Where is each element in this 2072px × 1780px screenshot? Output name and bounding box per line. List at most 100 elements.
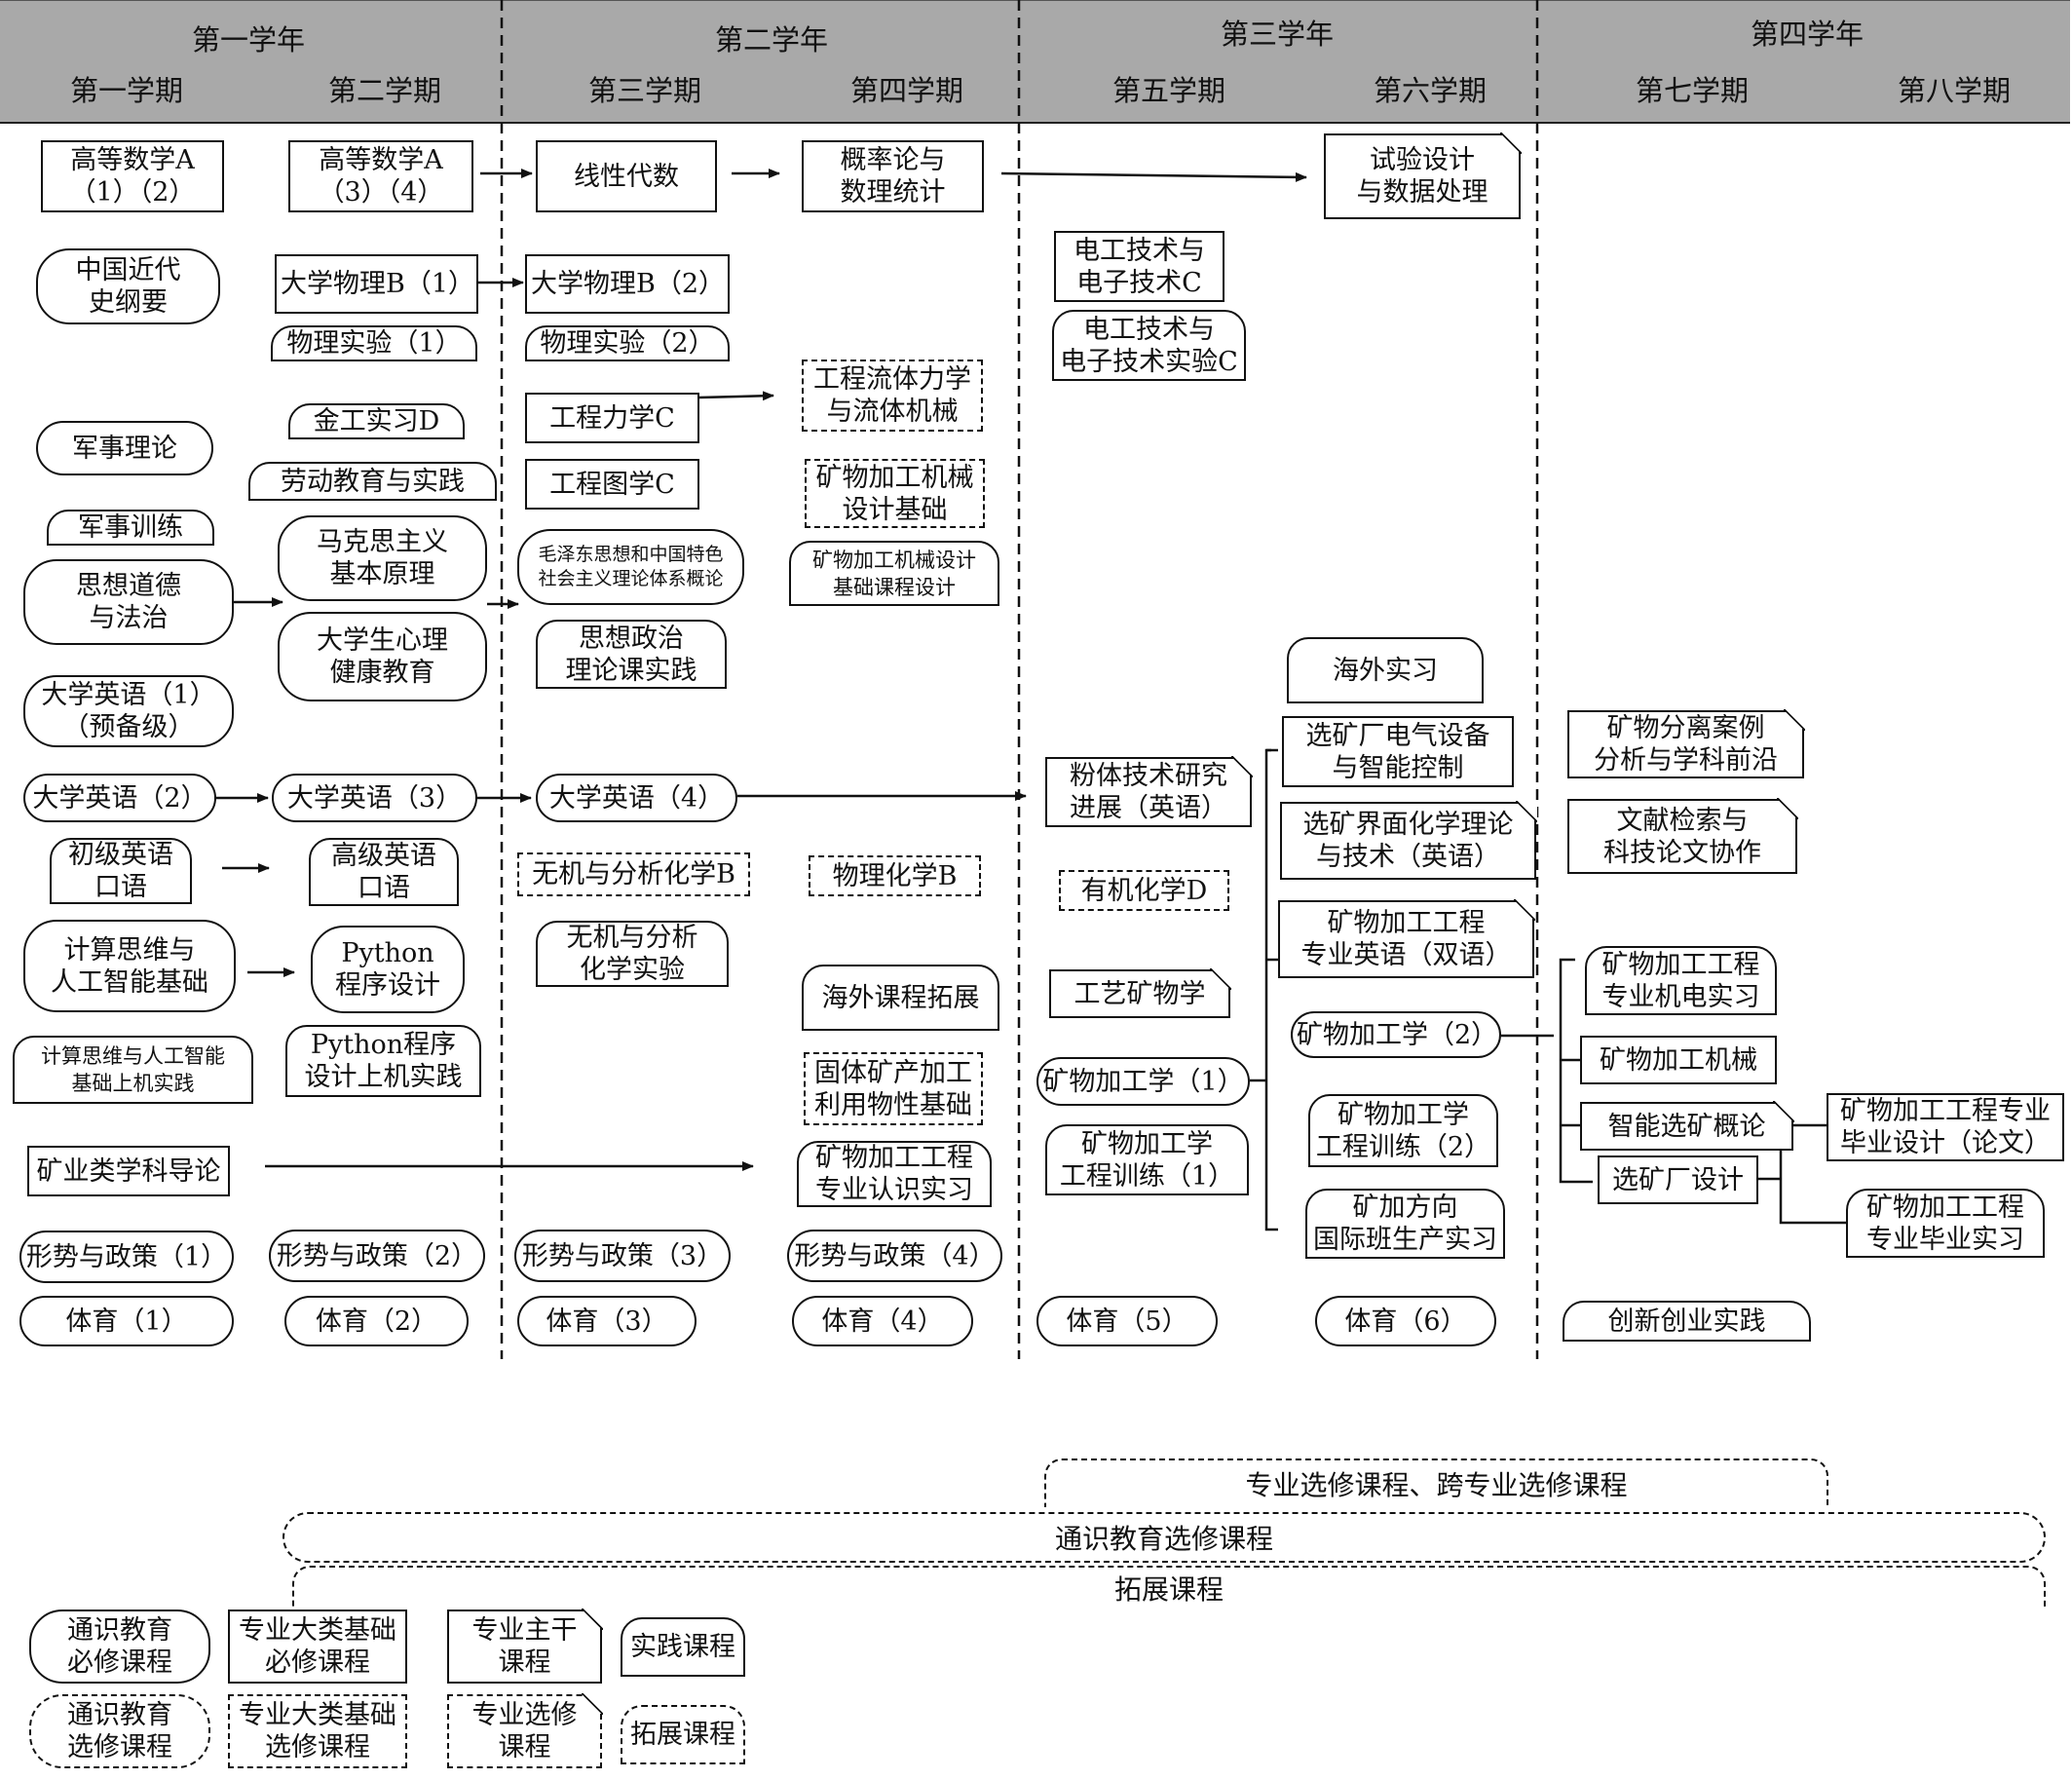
semester-8-label: 第八学期 [1897, 74, 2011, 107]
band-zhuanye-xuanxiu: 专业选修课程、跨专业选修课程 [1044, 1458, 1828, 1507]
course-gaoshu-a12: 高等数学A （1）（2） [41, 140, 224, 212]
course-xunlian2: 矿物加工学 工程训练（2） [1308, 1094, 1498, 1167]
course-wuli-sy2: 物理实验（2） [525, 325, 730, 361]
course-youji-d: 有机化学D [1059, 870, 1229, 911]
course-lixue: 工程力学C [525, 393, 699, 443]
course-wuhua-b: 物理化学B [809, 855, 981, 896]
course-kj-jixie: 矿物加工机械 [1580, 1036, 1777, 1084]
course-yingyu-4: 大学英语（4） [536, 774, 737, 822]
course-wenxian: 文献检索与 科技论文协作 [1567, 798, 1798, 874]
legend-tongshi-bixiu: 通识教育 必修课程 [29, 1610, 210, 1684]
semester-5-label: 第五学期 [1111, 74, 1225, 107]
course-laodong: 劳动教育与实践 [248, 462, 497, 501]
course-gaoji-kouyu: 高级英语 口语 [309, 838, 459, 906]
legend-dalei-bixiu: 专业大类基础 必修课程 [228, 1610, 407, 1684]
course-xuankuangchang: 选矿厂设计 [1598, 1155, 1758, 1204]
semester-4-label: 第四学期 [849, 74, 963, 107]
course-wuji-sy: 无机与分析 化学实验 [536, 921, 729, 987]
legend-zhuanye-xuanxiu: 专业选修 课程 [447, 1693, 603, 1768]
course-junshi-lilun: 军事理论 [36, 421, 213, 475]
legend-zhugan: 专业主干 课程 [447, 1609, 603, 1684]
course-tuxue: 工程图学C [525, 459, 699, 510]
course-jixie-kecheng: 矿物加工机械设计 基础课程设计 [789, 541, 999, 606]
course-xingshi-1: 形势与政策（1） [19, 1231, 234, 1283]
course-jiemian: 选矿界面化学理论 与技术（英语） [1280, 801, 1537, 880]
year-2-label: 第二学年 [714, 23, 828, 57]
course-makesi: 马克思主义 基本原理 [278, 515, 487, 601]
band-tongshi-xuanxiu: 通识教育选修课程 [283, 1512, 2046, 1563]
course-diangong: 电工技术与 电子技术C [1054, 231, 1224, 302]
course-jingong: 金工实习D [288, 403, 465, 439]
bracket-sem6-group [1264, 748, 1278, 1231]
course-wuji-b: 无机与分析化学B [517, 852, 750, 896]
course-python-shangji: Python程序 设计上机实践 [285, 1025, 481, 1097]
course-xingshi-4: 形势与政策（4） [787, 1230, 1002, 1282]
course-diangong-sy: 电工技术与 电子技术实验C [1052, 310, 1246, 381]
course-yingyu-3: 大学英语（3） [272, 774, 477, 822]
course-biye-sheji: 矿物加工工程专业 毕业设计（论文） [1827, 1093, 2064, 1161]
bracket-sem7-group [1559, 958, 1593, 1184]
semester-3-label: 第三学期 [587, 74, 701, 107]
course-guti: 固体矿产加工 利用物性基础 [804, 1052, 983, 1125]
course-shiyan-sheji: 试验设计 与数据处理 [1324, 133, 1522, 219]
course-zhuanye-yingyu: 矿物加工工程 专业英语（双语） [1278, 899, 1535, 978]
arrow-lixue-liuti [698, 391, 774, 401]
course-maogai: 毛泽东思想和中国特色 社会主义理论体系概论 [517, 529, 744, 605]
course-liuti: 工程流体力学 与流体机械 [802, 360, 983, 432]
header-bar [0, 0, 2070, 124]
arrow-gailv-shiyan [1000, 171, 1307, 182]
course-sizheng-shijian: 思想政治 理论课实践 [536, 620, 727, 689]
course-yingyu-2: 大学英语（2） [23, 774, 216, 822]
course-python: Python 程序设计 [311, 926, 465, 1013]
course-tiyu-4: 体育（4） [792, 1296, 973, 1346]
course-tiyu-3: 体育（3） [517, 1296, 697, 1346]
course-tiyu-2: 体育（2） [284, 1296, 469, 1346]
year-1-label: 第一学年 [191, 23, 305, 57]
course-gongyi-kuangwu: 工艺矿物学 [1049, 968, 1231, 1018]
course-jixie-jichu: 矿物加工机械 设计基础 [805, 459, 985, 528]
course-junshi-xunlian: 军事训练 [47, 510, 214, 546]
course-chuji-kouyu: 初级英语 口语 [50, 838, 192, 904]
legend-shijian: 实践课程 [621, 1617, 745, 1677]
legend-dalei-xuanxiu: 专业大类基础 选修课程 [228, 1694, 407, 1768]
legend-tuozhan: 拓展课程 [621, 1705, 745, 1764]
course-kjg1: 矿物加工学（1） [1036, 1057, 1250, 1106]
semester-1-label: 第一学期 [69, 74, 183, 107]
course-tiyu-1: 体育（1） [19, 1296, 234, 1346]
legend-tongshi-xuanxiu: 通识教育 选修课程 [29, 1694, 210, 1768]
course-wuli-sy1: 物理实验（1） [271, 325, 477, 361]
course-jidian-shixi: 矿物加工工程 专业机电实习 [1585, 946, 1777, 1015]
course-renshi-shixi: 矿物加工工程 专业认识实习 [797, 1141, 992, 1207]
year-3-label: 第三学年 [1220, 18, 1334, 51]
course-haiwai-kecheng: 海外课程拓展 [802, 965, 999, 1031]
course-xingshi-2: 形势与政策（2） [269, 1230, 485, 1282]
semester-7-label: 第七学期 [1635, 74, 1749, 107]
course-fenti: 粉体技术研究 进展（英语） [1045, 756, 1253, 827]
course-biye-shixi: 矿物加工工程 专业毕业实习 [1846, 1189, 2045, 1258]
course-jindaishi: 中国近代 史纲要 [36, 248, 220, 324]
band-tuozhan: 拓展课程 [292, 1566, 2046, 1609]
course-yingyu-1: 大学英语（1） （预备级） [23, 675, 234, 747]
course-zhineng: 智能选矿概论 [1580, 1101, 1794, 1151]
course-gailv: 概率论与 数理统计 [802, 140, 984, 212]
course-xunlian1: 矿物加工学 工程训练（1） [1045, 1124, 1249, 1195]
course-gaoshu-a34: 高等数学A （3）（4） [288, 140, 473, 212]
course-tiyu-6: 体育（6） [1315, 1296, 1496, 1346]
year-4-label: 第四学年 [1750, 18, 1864, 51]
course-sixiang-daode: 思想道德 与法治 [23, 559, 234, 645]
semester-6-label: 第六学期 [1373, 74, 1487, 107]
course-wuli-b1: 大学物理B（1） [275, 254, 478, 314]
course-guoji-ban: 矿加方向 国际班生产实习 [1305, 1189, 1505, 1259]
course-wuli-b2: 大学物理B（2） [525, 254, 730, 314]
course-kjg2: 矿物加工学（2） [1291, 1011, 1501, 1058]
course-daolun: 矿业类学科导论 [27, 1146, 230, 1196]
course-jisuan-shangji: 计算思维与人工智能 基础上机实践 [13, 1036, 253, 1104]
course-xinli: 大学生心理 健康教育 [278, 612, 487, 701]
course-haiwai-shixi: 海外实习 [1287, 637, 1484, 703]
bracket-sem8-group [1779, 1123, 1846, 1225]
course-jisuan-siwei: 计算思维与 人工智能基础 [23, 920, 236, 1012]
course-xingshi-3: 形势与政策（3） [514, 1230, 731, 1282]
semester-2-label: 第二学期 [327, 74, 441, 107]
course-anli: 矿物分离案例 分析与学科前沿 [1567, 709, 1805, 778]
